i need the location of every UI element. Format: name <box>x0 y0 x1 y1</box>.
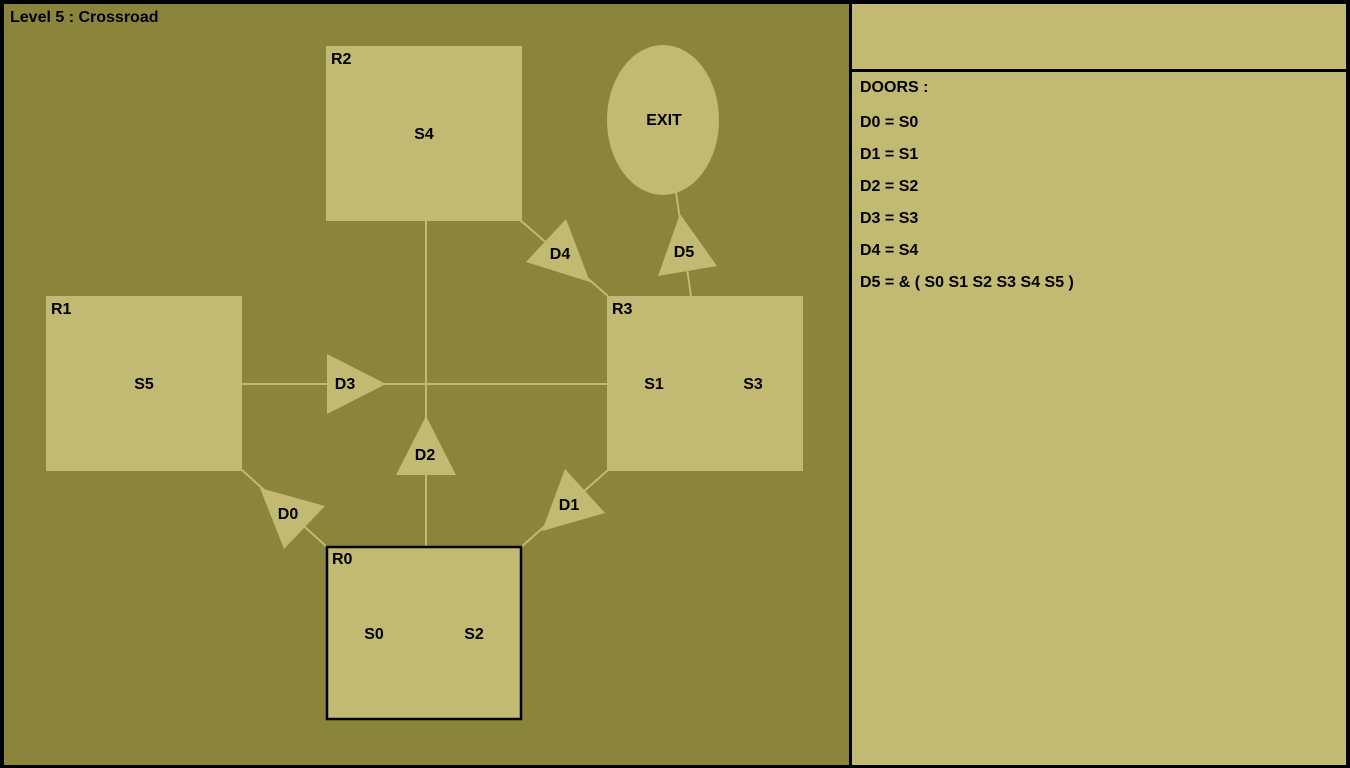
switch-s4[interactable]: S4 <box>414 126 434 143</box>
level-title: Level 5 : Crossroad <box>10 9 159 26</box>
door-d1[interactable]: D1 <box>542 469 605 531</box>
door-d3[interactable]: D3 <box>327 354 386 414</box>
door-rule-d1: D1 = S1 <box>860 146 919 163</box>
door-d4-triangle <box>526 219 590 282</box>
switch-s0[interactable]: S0 <box>364 626 384 643</box>
exit-node[interactable]: EXIT <box>607 45 719 195</box>
door-rule-d4: D4 = S4 <box>860 242 919 259</box>
door-d1-triangle <box>542 469 605 531</box>
exit-label: EXIT <box>646 112 682 129</box>
room-r3-label: R3 <box>612 301 633 318</box>
switch-s1[interactable]: S1 <box>644 376 664 393</box>
door-d3-label: D3 <box>335 376 356 393</box>
switch-s2[interactable]: S2 <box>464 626 484 643</box>
doors-panel-title: DOORS : <box>860 79 929 96</box>
room-r2[interactable]: R2 S4 <box>326 46 522 221</box>
level-map: R2 S4 R1 S5 R3 S1 S3 R0 S0 S2 <box>4 4 849 765</box>
room-r1-label: R1 <box>51 301 72 318</box>
top-info-panel <box>852 4 1346 69</box>
door-d1-label: D1 <box>559 497 580 514</box>
switch-s5[interactable]: S5 <box>134 376 154 393</box>
door-rule-d2: D2 = S2 <box>860 178 919 195</box>
door-d4[interactable]: D4 <box>526 219 590 282</box>
doors-panel: DOORS : D0 = S0 D1 = S1 D2 = S2 D3 = S3 … <box>852 72 1346 765</box>
room-r1[interactable]: R1 S5 <box>46 296 242 471</box>
door-d2-triangle <box>396 416 456 475</box>
door-d0-label: D0 <box>278 506 299 523</box>
room-r3-box <box>607 296 803 471</box>
door-d4-label: D4 <box>550 246 571 263</box>
door-rule-d0: D0 = S0 <box>860 114 919 131</box>
switch-s3[interactable]: S3 <box>743 376 763 393</box>
door-d0-triangle <box>260 488 325 549</box>
doors: D0 D1 D2 D3 D4 <box>260 214 717 549</box>
room-r2-label: R2 <box>331 51 352 68</box>
door-d0[interactable]: D0 <box>260 488 325 549</box>
door-d5-label: D5 <box>674 244 695 261</box>
room-r1-box <box>46 296 242 471</box>
room-r0-box-current <box>325 545 523 721</box>
exit-ellipse <box>607 45 719 195</box>
map-canvas: R2 S4 R1 S5 R3 S1 S3 R0 S0 S2 <box>46 45 803 721</box>
door-d5-triangle <box>658 214 717 276</box>
door-d3-triangle <box>327 354 386 414</box>
door-d2[interactable]: D2 <box>396 416 456 475</box>
room-r2-box <box>326 46 522 221</box>
room-r0[interactable]: R0 S0 S2 <box>325 545 523 721</box>
room-r0-label: R0 <box>332 551 353 568</box>
door-rule-d3: D3 = S3 <box>860 210 919 227</box>
door-d5[interactable]: D5 <box>658 214 717 276</box>
room-r3[interactable]: R3 S1 S3 <box>607 296 803 471</box>
door-rule-d5: D5 = & ( S0 S1 S2 S3 S4 S5 ) <box>860 274 1074 291</box>
door-d2-label: D2 <box>415 447 436 464</box>
